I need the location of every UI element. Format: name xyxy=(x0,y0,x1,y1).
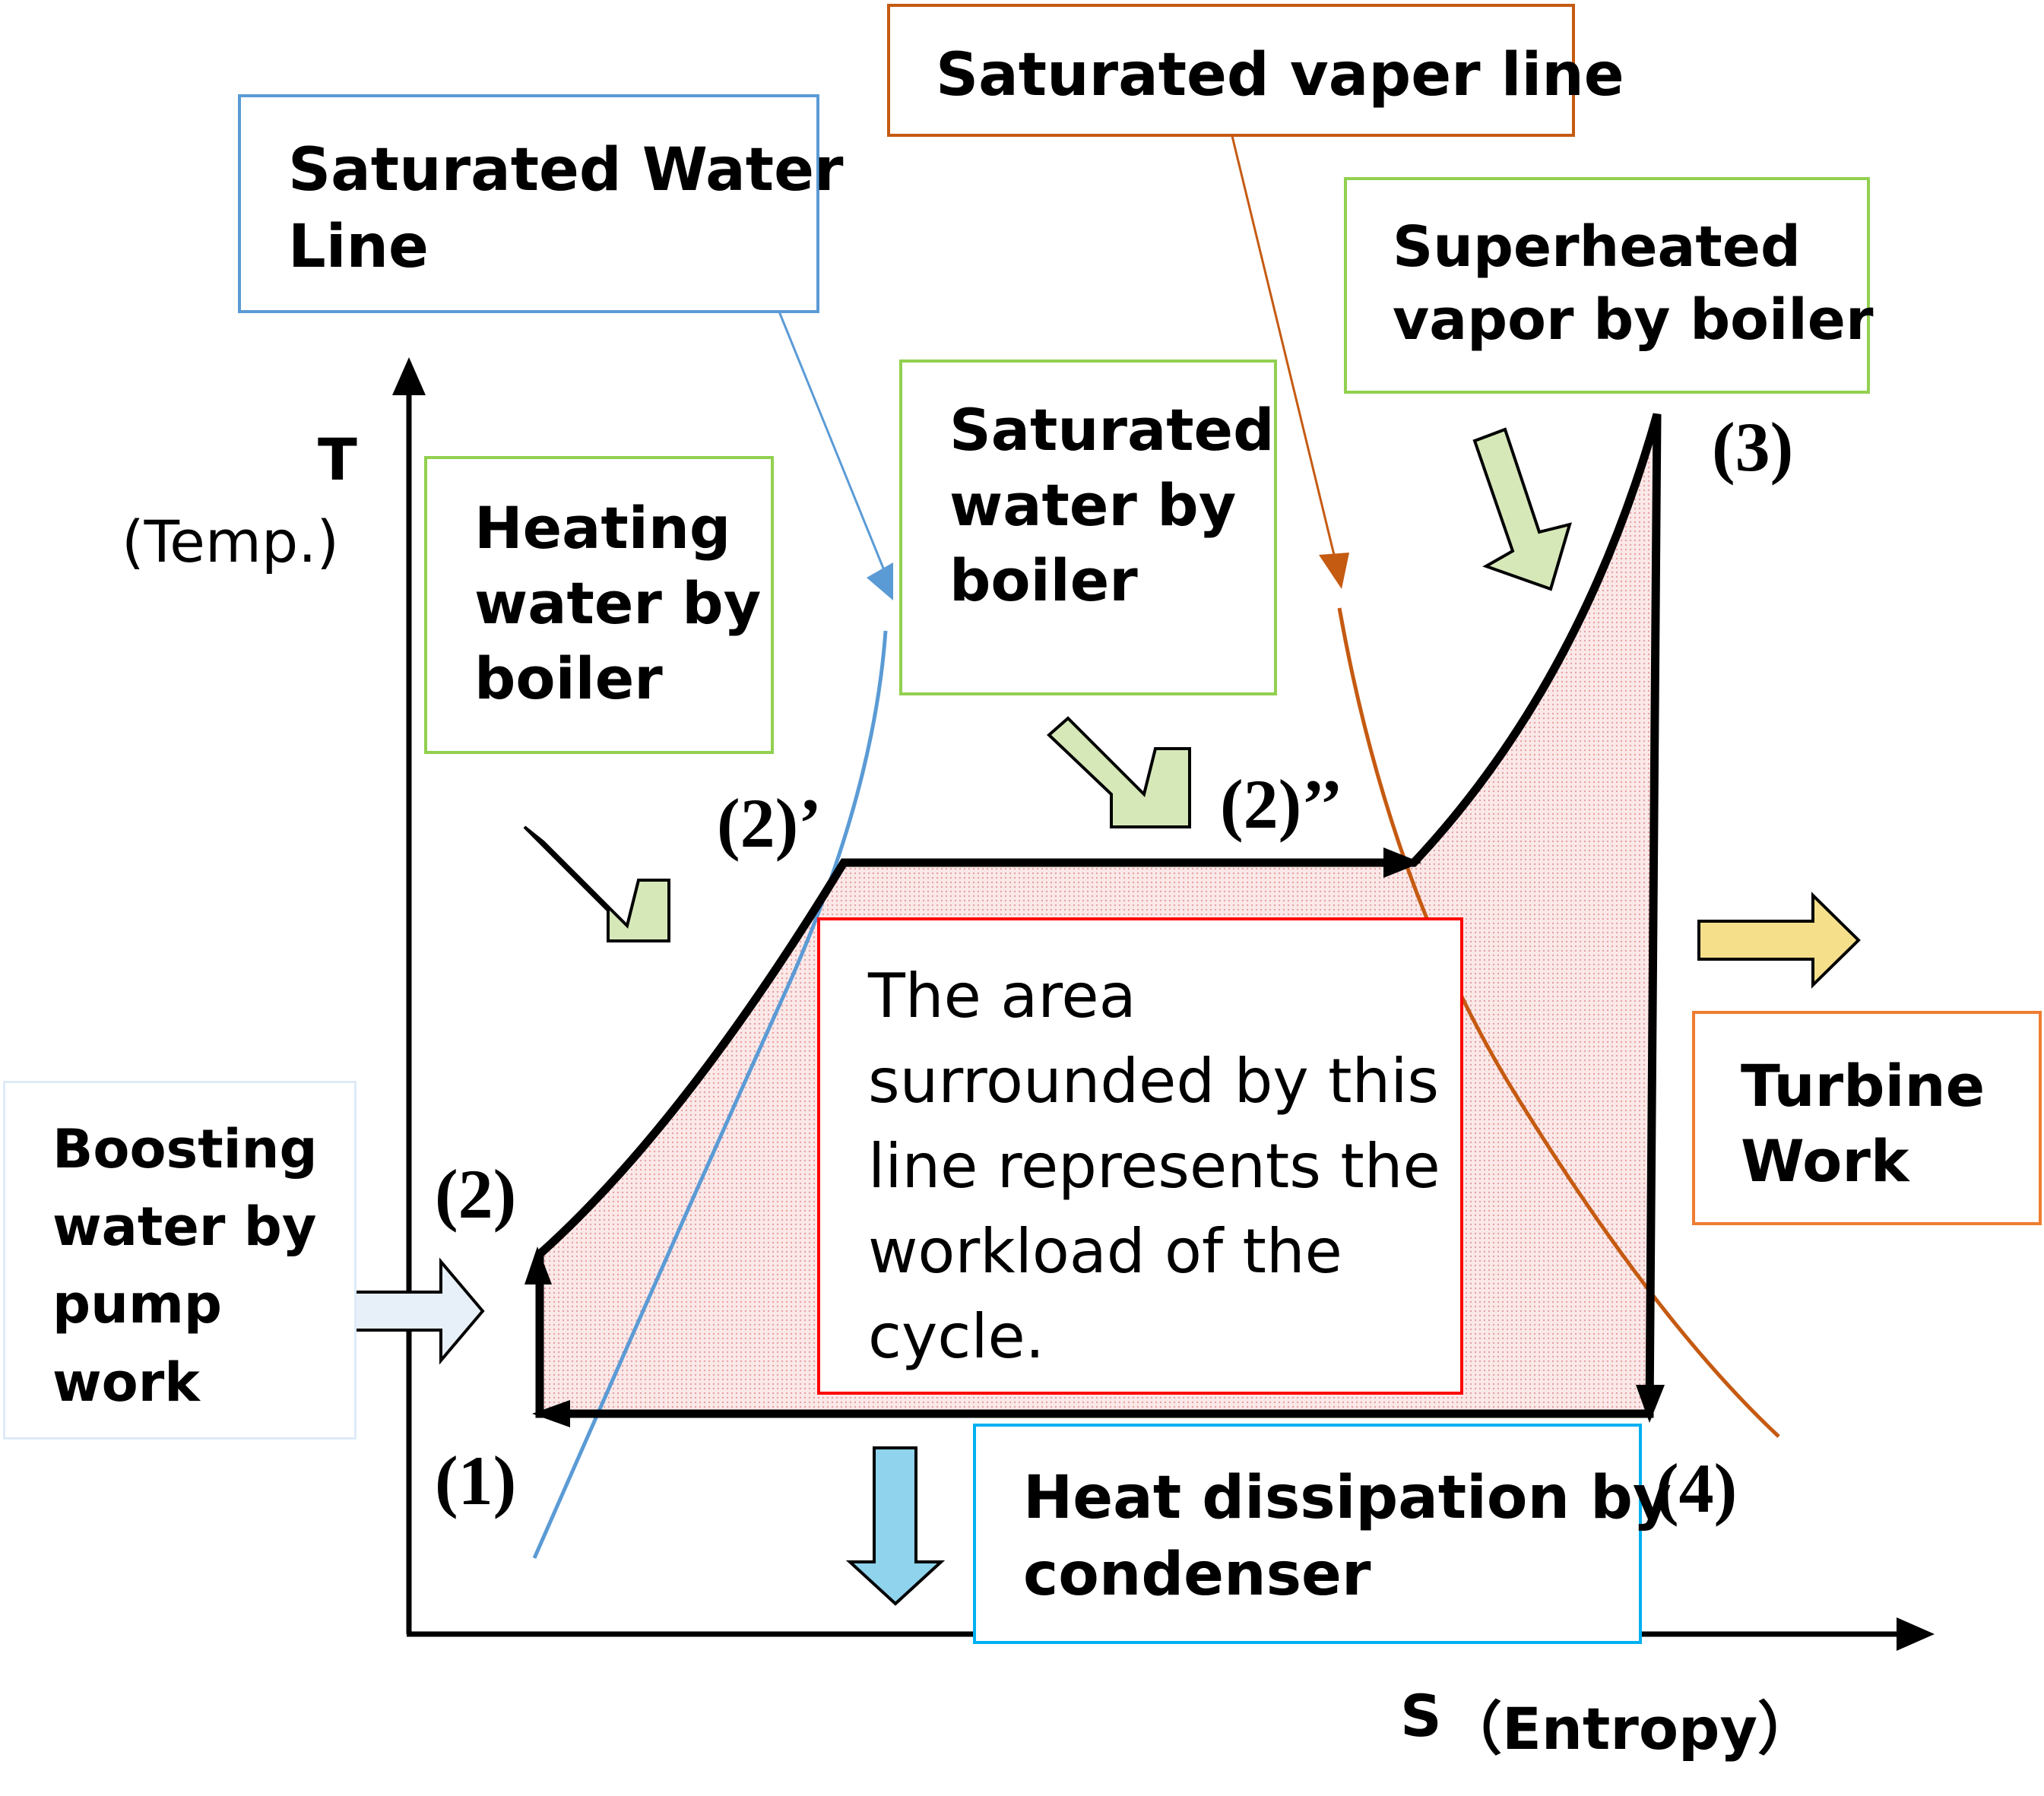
boosting-water-text-3: pump xyxy=(52,1273,222,1336)
area-note-text-4: workload of the xyxy=(868,1216,1342,1287)
saturated-water-line xyxy=(532,630,888,1560)
area-note-text-2: surrounded by this xyxy=(868,1046,1440,1117)
saturated-vapor-line xyxy=(1337,607,1780,1438)
saturated-water-line-text-2: Line xyxy=(288,213,429,282)
turbine-work-box: Turbine Work xyxy=(1692,1011,2042,1225)
heat-dissipation-box: Heat dissipation by condenser xyxy=(973,1424,1672,1644)
heating-water-text-3: boiler xyxy=(474,644,663,712)
state-3-label: (3) xyxy=(1712,408,1794,486)
boosting-water-text-4: work xyxy=(52,1351,200,1414)
arrow-2a-to-2b xyxy=(1383,847,1421,878)
s-axis-arrowhead xyxy=(1897,1617,1935,1651)
heating-water-text-1: Heating xyxy=(474,494,731,562)
heat-dissipation-text-1: Heat dissipation by xyxy=(1023,1464,1672,1532)
saturated-water-leader-arrowhead xyxy=(867,562,893,600)
condenser-arrow xyxy=(845,1446,946,1606)
superheated-text-2: vapor by boiler xyxy=(1393,287,1874,353)
state-2-label: (2) xyxy=(435,1155,517,1233)
turbine-work-text-1: Turbine xyxy=(1741,1052,1985,1120)
saturated-water-boiler-text-3: boiler xyxy=(949,546,1138,614)
area-note-text-3: line represents the xyxy=(868,1131,1440,1202)
saturated-water-line-box: Saturated Water Line xyxy=(238,94,844,313)
area-note-text-5: cycle. xyxy=(868,1301,1045,1372)
state-2b-label: (2)’’ xyxy=(1220,765,1343,843)
superheated-box: Superheated vapor by boiler xyxy=(1344,177,1874,394)
boosting-water-text-1: Boosting xyxy=(52,1118,318,1180)
s-axis-name: （Entropy） xyxy=(1444,1695,1815,1763)
saturated-water-arrow xyxy=(1047,716,1191,828)
turbine-work-arrow xyxy=(1697,892,1861,989)
state-2a-label: (2)’ xyxy=(717,784,822,862)
saturated-water-boiler-box: Saturated water by boiler xyxy=(899,360,1277,695)
saturated-water-boiler-text-2: water by xyxy=(949,470,1237,539)
saturated-water-boiler-text-1: Saturated xyxy=(949,396,1275,464)
turbine-work-text-2: Work xyxy=(1741,1126,1909,1195)
heating-arrow xyxy=(523,825,670,942)
superheated-text-1: Superheated xyxy=(1393,214,1801,280)
t-axis-arrowhead xyxy=(392,357,426,395)
heating-water-box: Heating water by boiler xyxy=(424,456,774,754)
area-note-box: The area surrounded by this line represe… xyxy=(817,917,1463,1395)
t-axis-symbol: T xyxy=(318,426,357,493)
state-4-label: (4) xyxy=(1656,1449,1738,1527)
state-1-label: (1) xyxy=(435,1442,517,1519)
boosting-water-box: Boosting water by pump work xyxy=(3,1081,357,1440)
saturated-vapor-leader xyxy=(1230,132,1336,556)
saturated-water-line-text-1: Saturated Water xyxy=(288,136,844,204)
saturated-vapor-line-text: Saturated vaper line xyxy=(936,41,1624,109)
heating-water-text-2: water by xyxy=(474,569,762,637)
saturated-water-leader xyxy=(778,311,887,575)
arrow-3-to-4 xyxy=(1636,1385,1665,1423)
saturated-vapor-line-box: Saturated vaper line xyxy=(887,4,1624,137)
s-axis-symbol: S xyxy=(1400,1682,1442,1750)
arrow-4-to-1 xyxy=(532,1400,570,1427)
heat-dissipation-text-2: condenser xyxy=(1023,1541,1371,1610)
area-note-text-1: The area xyxy=(868,961,1136,1031)
t-axis-name: (Temp.) xyxy=(122,508,340,575)
boosting-water-text-2: water by xyxy=(52,1196,317,1259)
superheated-arrow xyxy=(1472,427,1572,591)
arrow-1-to-2 xyxy=(524,1246,552,1284)
saturated-vapor-leader-arrowhead xyxy=(1319,553,1349,589)
